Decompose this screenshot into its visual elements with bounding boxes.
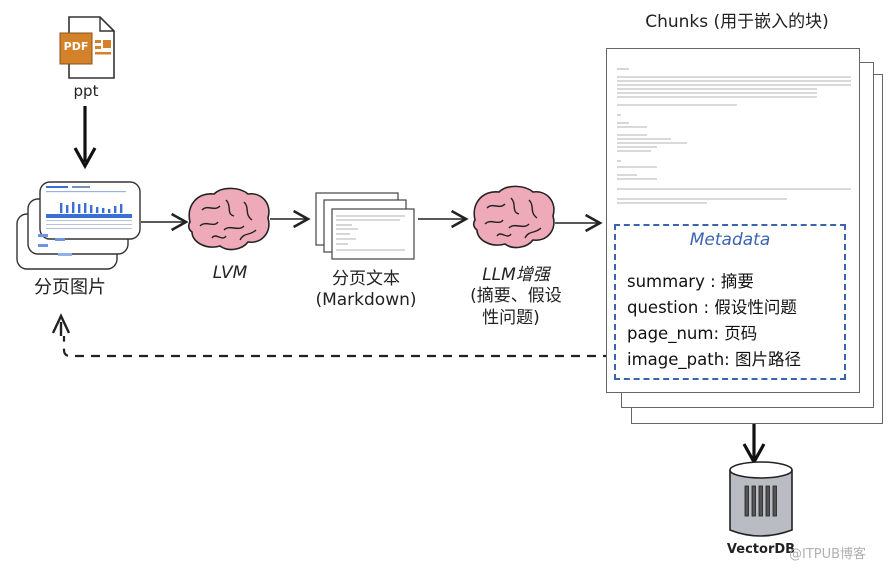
return-arrow-head — [51, 313, 71, 334]
llm-label: LLM增强 (摘要、假设 性问题) — [456, 265, 576, 329]
metadata-field-question: question : 假设性问题 — [627, 294, 797, 318]
vectordb-icon — [729, 461, 793, 537]
page-text-label-line2: (Markdown) — [315, 290, 417, 311]
arrow-head — [73, 147, 97, 170]
page-images-stack — [16, 181, 141, 270]
llm-label-line1: LLM增强 — [482, 265, 550, 285]
llm-label-line2: (摘要、假设 — [470, 286, 562, 307]
metadata-field-image-path: image_path: 图片路径 — [627, 346, 801, 370]
field-sep: : — [713, 324, 725, 343]
page-text-stack — [315, 192, 415, 260]
field-key: question — [627, 298, 699, 317]
field-value: 页码 — [724, 324, 758, 343]
page-text-label-line1: 分页文本 — [332, 269, 400, 289]
llm-label-line3: 性问题) — [482, 307, 540, 328]
watermark: @ITPUB博客 — [789, 547, 867, 562]
dashed-return-arrow — [62, 336, 612, 358]
pdf-file-icon — [59, 16, 115, 79]
page-text-label: 分页文本 (Markdown) — [306, 269, 426, 312]
page-images-label: 分页图片 — [34, 277, 106, 298]
vectordb-label: VectorDB — [726, 542, 796, 557]
field-key: image_path — [627, 350, 725, 369]
field-key: summary — [627, 272, 705, 291]
ppt-label: ppt — [73, 82, 99, 100]
lvm-label: LVM — [212, 263, 248, 283]
lvm-brain-icon — [187, 187, 270, 251]
metadata-field-page-num: page_num: 页码 — [627, 320, 757, 344]
chunk-text-preview — [617, 68, 851, 204]
chunks-title: Chunks (用于嵌入的块) — [645, 12, 829, 32]
field-sep: : — [704, 272, 721, 291]
llm-brain-icon — [472, 185, 555, 249]
field-sep: : — [698, 298, 715, 317]
field-value: 图片路径 — [734, 350, 801, 369]
field-sep: : — [724, 350, 735, 369]
metadata-title: Metadata — [689, 230, 771, 250]
metadata-box: Metadata summary : 摘要 question : 假设性问题 p… — [614, 224, 846, 380]
field-value: 假设性问题 — [714, 298, 797, 317]
field-key: page_num — [627, 324, 714, 343]
field-value: 摘要 — [720, 272, 754, 291]
metadata-field-summary: summary : 摘要 — [627, 268, 754, 292]
pdf-badge: PDF — [63, 40, 89, 53]
